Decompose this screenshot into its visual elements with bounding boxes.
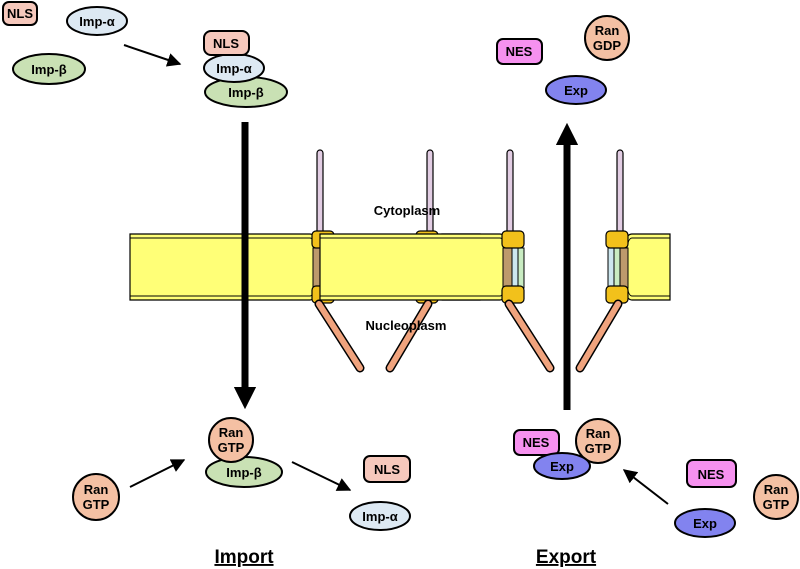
svg-text:GTP: GTP [585, 441, 612, 456]
nls-cargo-free-top: NLS [2, 1, 38, 26]
rangtp-binding-arrow [129, 459, 186, 488]
svg-text:GDP: GDP [593, 38, 622, 53]
exportin-free: Exp [674, 508, 736, 538]
svg-text:Imp-α: Imp-α [362, 509, 397, 524]
nes-cargo-free: NES [686, 459, 737, 488]
svg-text:Ran: Ran [219, 425, 244, 440]
importin-alpha-released: Imp-α [349, 501, 411, 531]
import-complex-cytoplasm: Imp-β Imp-α NLS [203, 30, 288, 108]
export-complex-nucleoplasm: NES Ran GTP Exp [513, 418, 621, 480]
import-title: Import [214, 547, 274, 568]
rangdp-released: Ran GDP [584, 15, 630, 61]
svg-text:Imp-β: Imp-β [226, 465, 261, 480]
svg-text:Ran: Ran [84, 482, 109, 497]
svg-text:Ran: Ran [595, 23, 620, 38]
svg-text:Imp-α: Imp-α [216, 61, 251, 76]
svg-text:NES: NES [506, 44, 533, 59]
importin-beta-free-top: Imp-β [12, 53, 86, 85]
nucleoplasm-label: Nucleoplasm [366, 318, 447, 333]
export-title: Export [536, 547, 597, 568]
rangtp-free-export: Ran GTP [753, 474, 799, 520]
exportin-released: Exp [545, 75, 607, 105]
svg-text:Ran: Ran [586, 426, 611, 441]
svg-text:NLS: NLS [213, 36, 239, 51]
export-nuclear-pore-complex [320, 150, 670, 368]
import-complex-formation-arrow [123, 44, 182, 67]
svg-text:NLS: NLS [374, 462, 400, 477]
svg-text:Exp: Exp [693, 516, 717, 531]
nes-cargo-released: NES [496, 38, 543, 65]
svg-text:GTP: GTP [83, 497, 110, 512]
svg-text:Imp-β: Imp-β [228, 85, 263, 100]
svg-text:GTP: GTP [218, 440, 245, 455]
svg-text:Imp-α: Imp-α [79, 14, 114, 29]
svg-text:NES: NES [523, 435, 550, 450]
cytoplasm-label: Cytoplasm [374, 203, 440, 218]
svg-text:Exp: Exp [564, 83, 588, 98]
importin-beta-rangtp-complex: Imp-β Ran GTP [205, 417, 283, 488]
importin-alpha-free-top: Imp-α [66, 6, 128, 36]
svg-text:GTP: GTP [763, 497, 790, 512]
cargo-release-arrow [291, 461, 352, 491]
rangtp-free-import: Ran GTP [72, 473, 120, 521]
nls-cargo-released: NLS [363, 455, 411, 483]
export-complex-formation-arrow [622, 469, 669, 505]
svg-text:Imp-β: Imp-β [31, 62, 66, 77]
svg-text:NES: NES [698, 467, 725, 482]
svg-text:NLS: NLS [7, 6, 33, 21]
svg-text:Ran: Ran [764, 482, 789, 497]
svg-text:Exp: Exp [550, 459, 574, 474]
